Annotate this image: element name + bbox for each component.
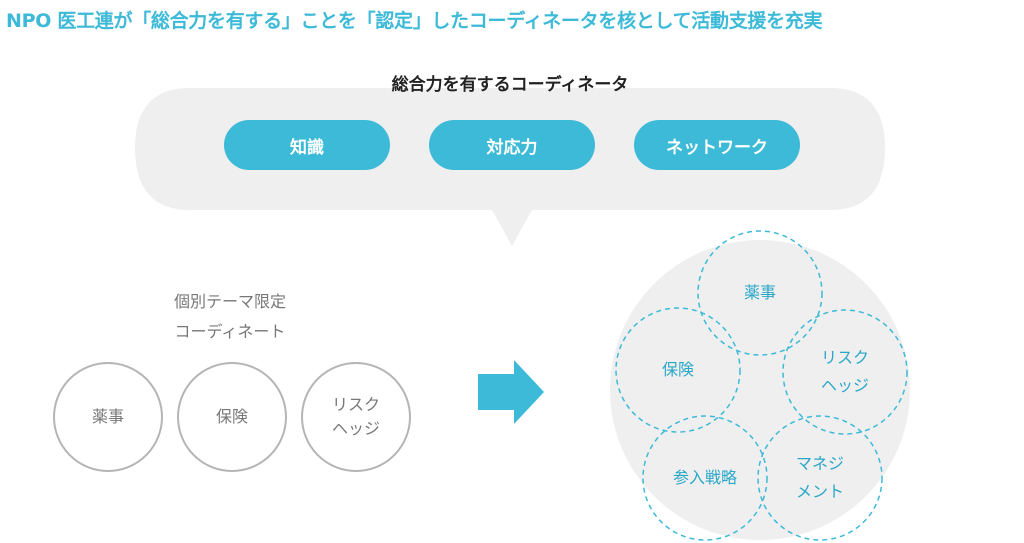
left-circle-label: 薬事	[91, 407, 124, 426]
left-circle-label: リスク	[331, 395, 380, 414]
right-label-line1: リスク	[820, 348, 869, 367]
right-label-line1: 薬事	[743, 283, 776, 302]
pill-responsiveness: 対応力	[429, 120, 595, 170]
right-label-line2: ヘッジ	[820, 376, 869, 395]
right-label-line2: メント	[795, 482, 844, 501]
left-circle-label-2: ヘッジ	[331, 419, 380, 438]
left-circle-label: 保険	[215, 407, 248, 426]
cluster-background	[610, 240, 910, 540]
left-caption-line2: コーディネート	[174, 322, 286, 341]
dashed-circle-hoken	[615, 307, 741, 433]
dashed-circle-management	[757, 415, 883, 541]
dashed-circle-yakuji	[697, 230, 823, 356]
dashed-circle-risk	[782, 309, 908, 435]
right-label-management: マネジ メント	[760, 450, 880, 506]
right-label-line1: 保険	[661, 360, 694, 379]
right-label-risk: リスク ヘッジ	[785, 344, 905, 400]
pill-network: ネットワーク	[634, 120, 800, 170]
right-label-line1: マネジ	[795, 454, 844, 473]
dashed-circle-sannyu	[642, 415, 768, 541]
left-circle-yakuji: 薬事	[53, 362, 163, 472]
right-arrow-icon	[478, 360, 544, 424]
page-headline: NPO 医工連が「総合力を有する」ことを「認定」したコーディネータを核として活動…	[6, 10, 823, 32]
left-circle-hoken: 保険	[177, 362, 287, 472]
left-caption-line1: 個別テーマ限定	[173, 292, 286, 311]
right-label-hoken: 保険	[618, 356, 738, 384]
left-circle-risk: リスク ヘッジ	[301, 362, 411, 472]
right-label-sannyu: 参入戦略	[645, 464, 765, 492]
pill-knowledge: 知識	[224, 120, 390, 170]
right-label-line1: 参入戦略	[672, 468, 737, 487]
right-label-yakuji: 薬事	[700, 279, 820, 307]
bubble-title: 総合力を有するコーディネータ	[391, 75, 629, 95]
